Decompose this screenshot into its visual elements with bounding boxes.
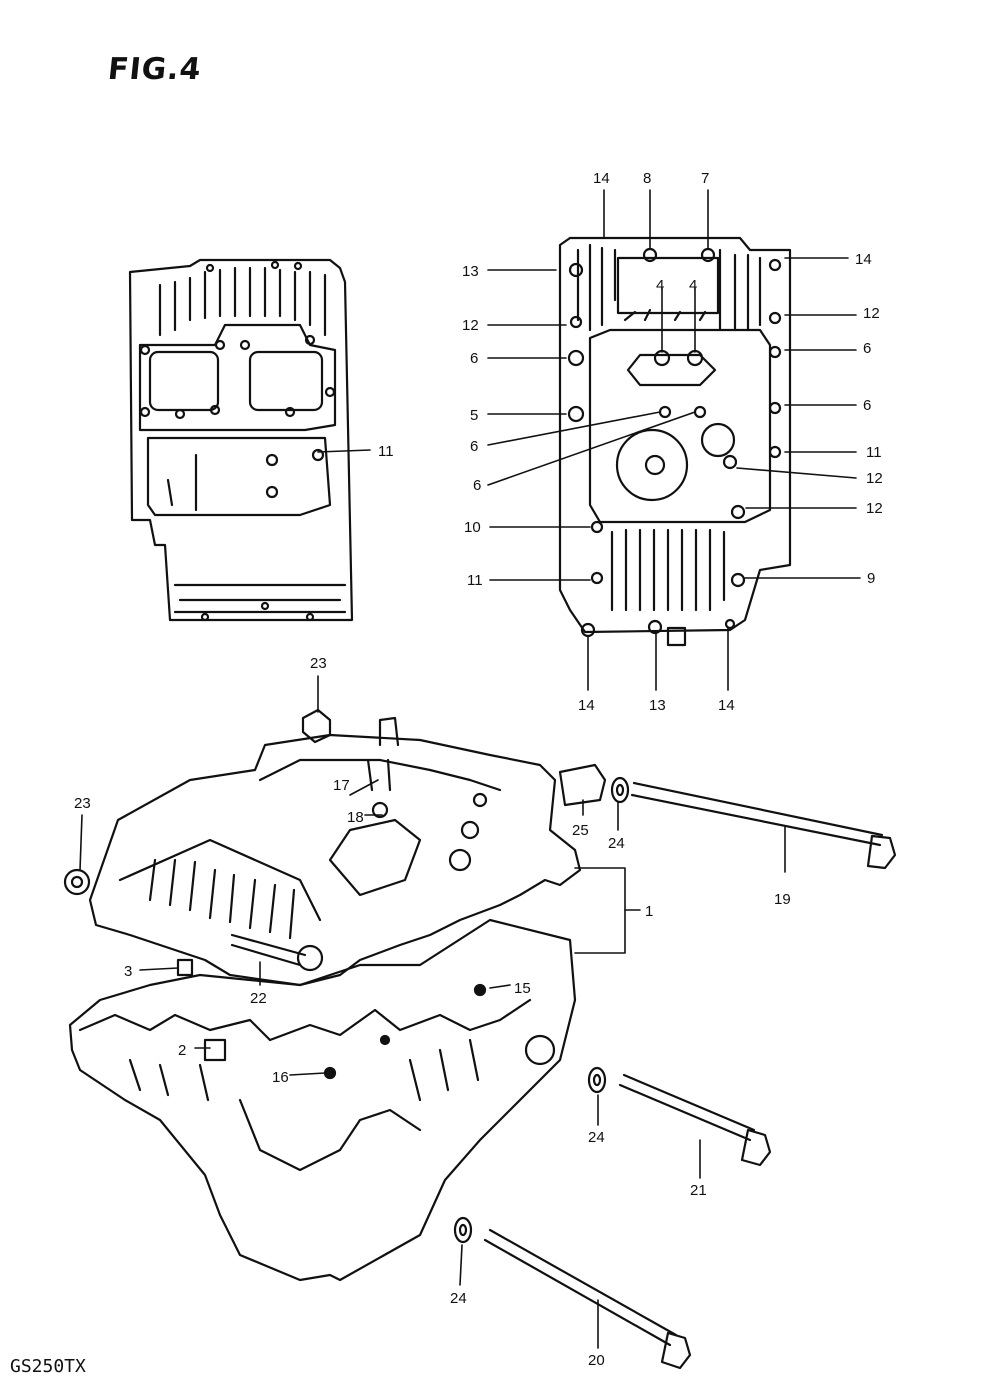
callout-label: 6: [863, 397, 871, 414]
callout-label: 4: [656, 277, 664, 294]
crankcase-assembly: [63, 675, 897, 1370]
callout-label: 6: [863, 340, 871, 357]
callout-label: 5: [470, 407, 478, 424]
callout-label: 23: [310, 655, 327, 672]
callout-label: 7: [701, 170, 709, 187]
callout-label: 16: [272, 1069, 289, 1086]
callout-label: 24: [608, 835, 625, 852]
callout-label: 11: [866, 444, 882, 461]
callout-label: 6: [470, 438, 478, 455]
callout-label: 8: [643, 170, 651, 187]
callout-label: 11: [378, 443, 394, 460]
model-code: GS250TX: [10, 1356, 86, 1377]
callout-label: 25: [572, 822, 589, 839]
callout-label: 13: [462, 263, 479, 280]
callout-label: 17: [333, 777, 350, 794]
upper-case-view: [128, 258, 371, 622]
figure-title: FIG.4: [106, 52, 204, 87]
callout-label: 14: [593, 170, 610, 187]
callout-label: 22: [250, 990, 267, 1007]
callout-label: 6: [470, 350, 478, 367]
callout-label: 12: [462, 317, 479, 334]
callout-label: 6: [473, 477, 481, 494]
callout-label: 4: [689, 277, 697, 294]
callouts-top-left: 11: [378, 443, 394, 460]
callout-label: 23: [74, 795, 91, 812]
callout-label: 18: [347, 809, 364, 826]
callout-label: 21: [690, 1182, 707, 1199]
callout-label: 12: [866, 500, 883, 517]
callout-label: 24: [450, 1290, 467, 1307]
callouts-top-right: 14 8 7 14 13 4 4 12 12 6 6 5 6 6 11 6 12…: [462, 170, 883, 714]
callout-label: 24: [588, 1129, 605, 1146]
callout-label: 2: [178, 1042, 186, 1059]
callout-label: 19: [774, 891, 791, 908]
lower-case-view: [487, 189, 861, 691]
callout-label: 13: [649, 697, 666, 714]
callout-label: 1: [645, 903, 653, 920]
callout-label: 12: [863, 305, 880, 322]
callouts-assembly: 23 23 17 18 25 24 19 1 3 22 15 2 16 24 2…: [74, 655, 791, 1369]
callout-label: 10: [464, 519, 481, 536]
callout-label: 9: [867, 570, 875, 587]
callout-label: 14: [855, 251, 872, 268]
callout-label: 14: [578, 697, 595, 714]
callout-label: 14: [718, 697, 735, 714]
callout-label: 11: [467, 572, 483, 589]
callout-label: 12: [866, 470, 883, 487]
callout-label: 15: [514, 980, 531, 997]
callout-label: 3: [124, 963, 132, 980]
callout-label: 20: [588, 1352, 605, 1369]
